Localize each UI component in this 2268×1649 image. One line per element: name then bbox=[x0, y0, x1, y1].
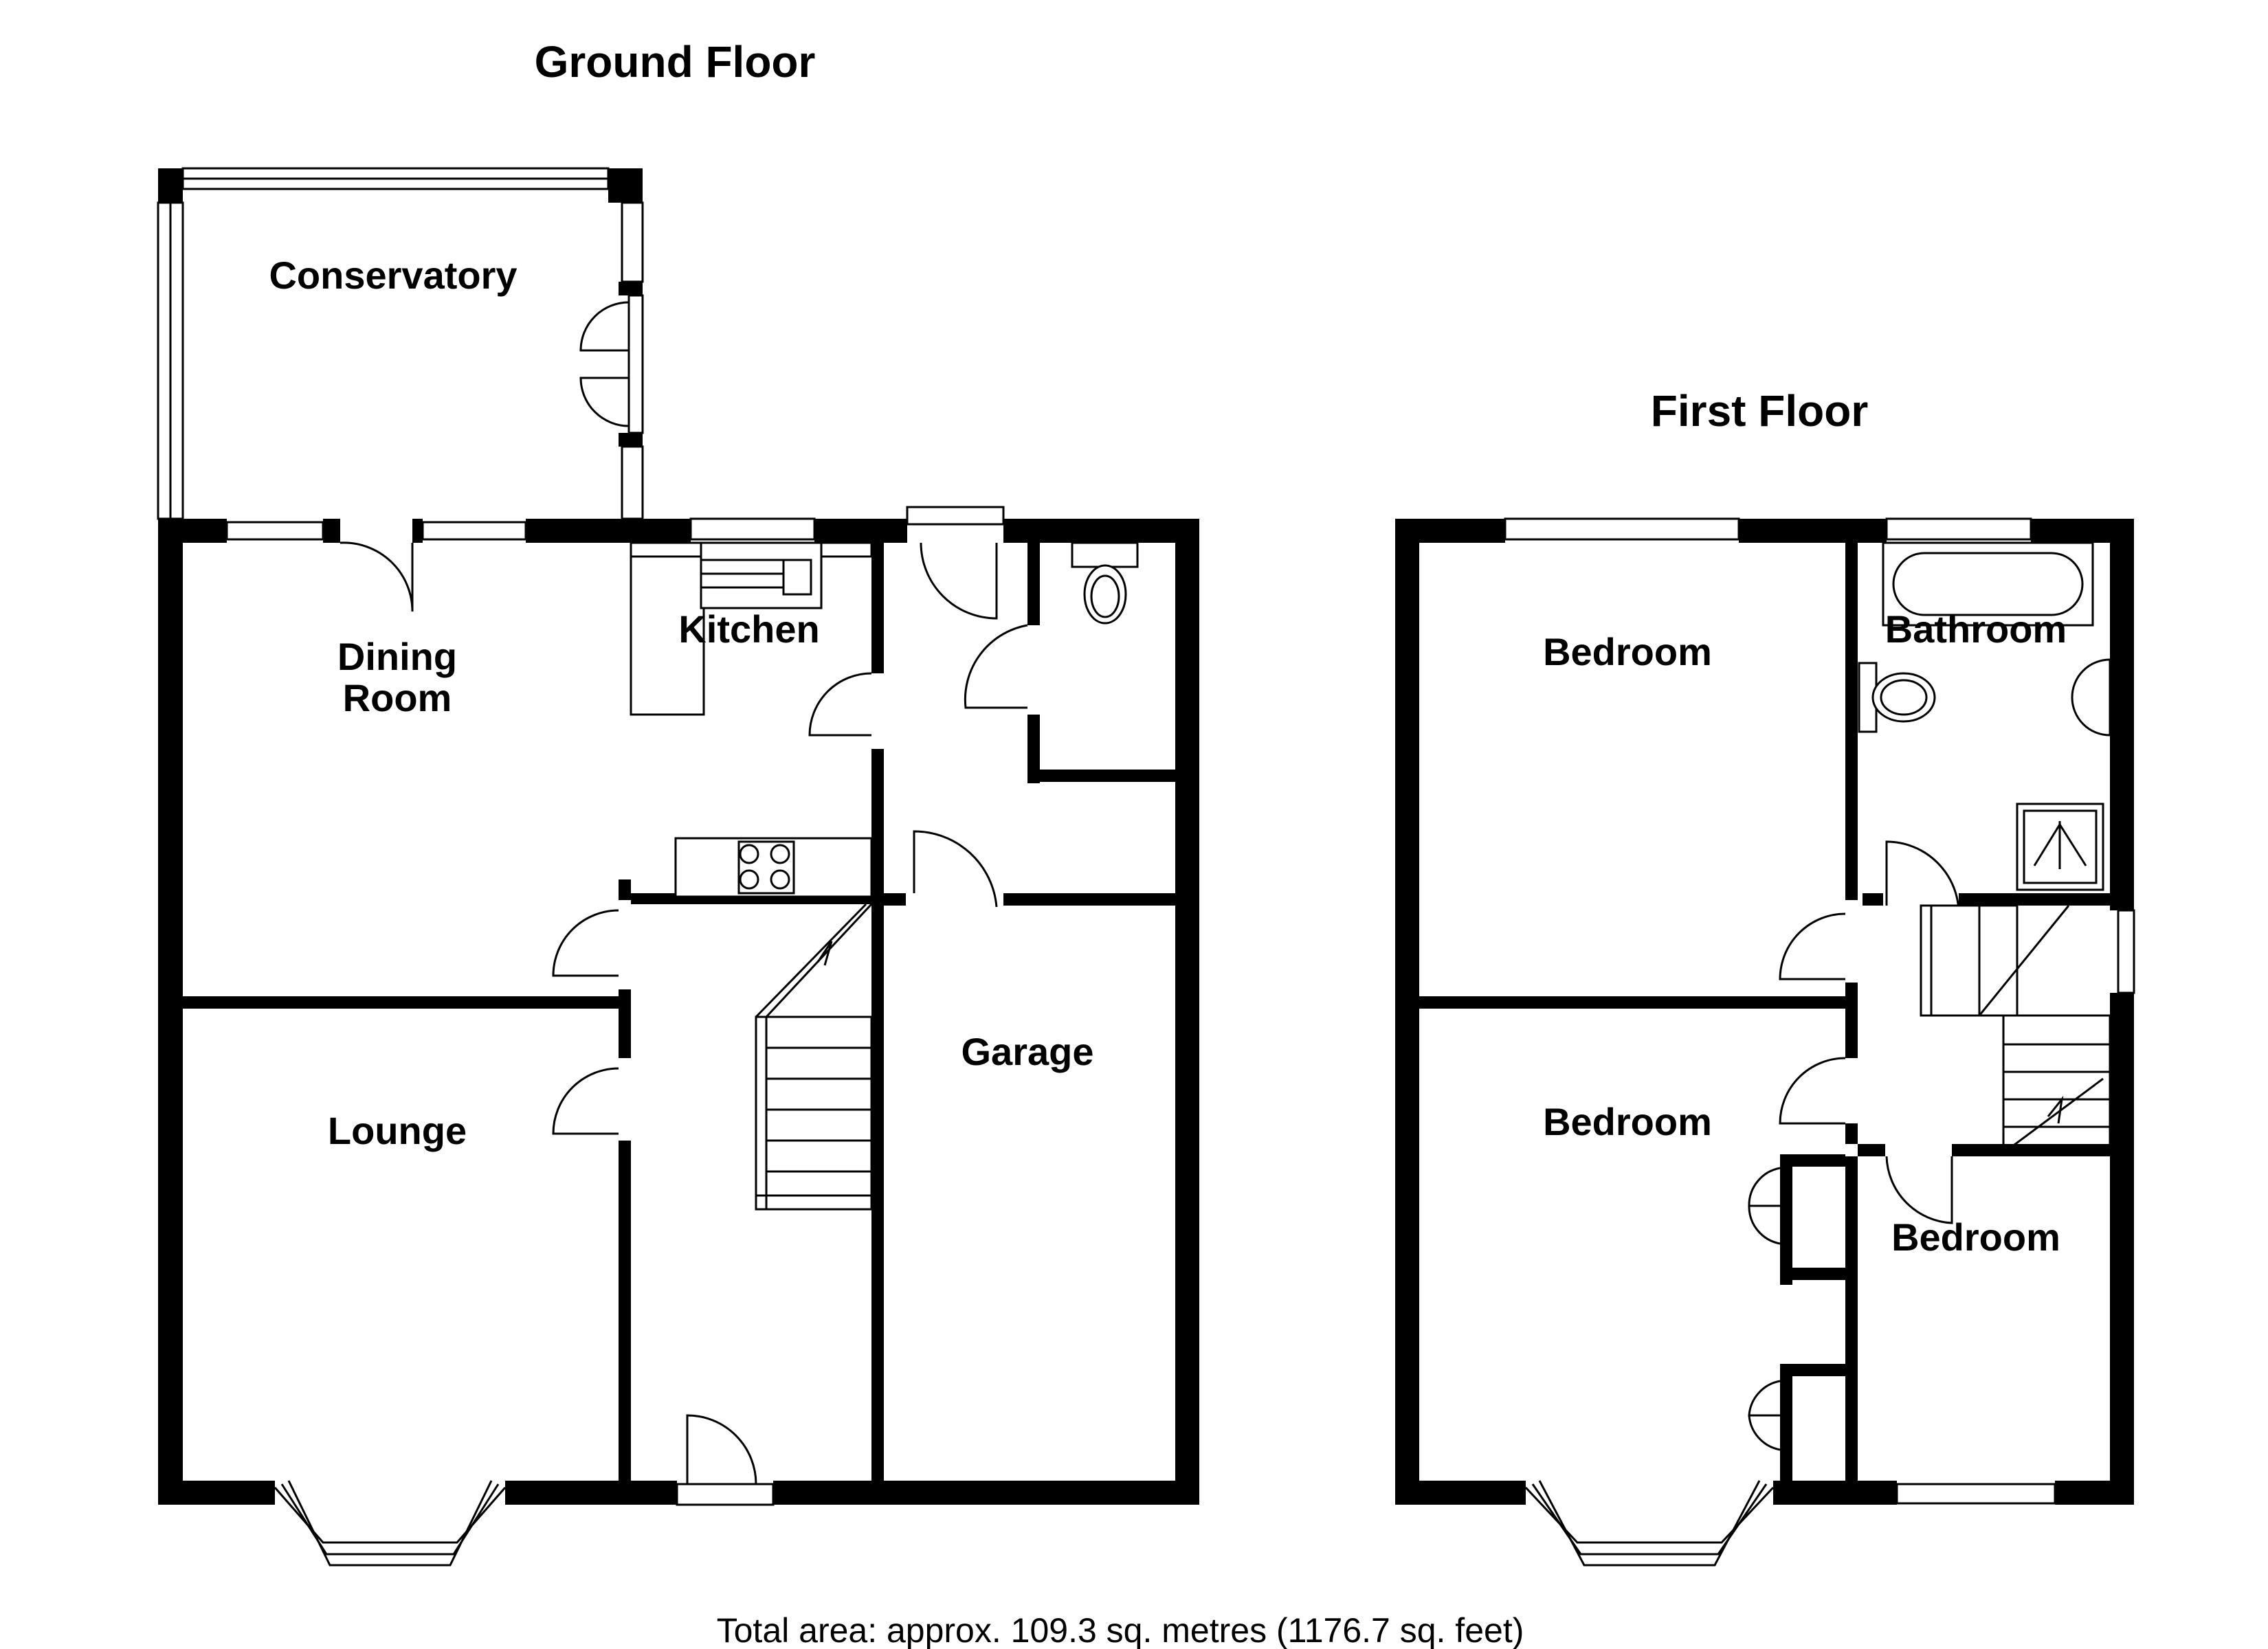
first-floor-title: First Floor bbox=[1651, 386, 1868, 436]
room-label-dining-room-line2: Room bbox=[343, 676, 452, 719]
ground-floor-title: Ground Floor bbox=[535, 37, 816, 87]
first-outer-walls bbox=[1395, 517, 2135, 1567]
ground-floor-plan: Ground Floor Conservatory Dining Room Ki… bbox=[157, 37, 1199, 1567]
first-interior-walls bbox=[1419, 541, 2111, 1481]
conservatory-walls bbox=[157, 167, 644, 520]
total-area-caption: Total area: approx. 109.3 sq. metres (11… bbox=[717, 1611, 1524, 1649]
room-label-conservatory: Conservatory bbox=[269, 254, 517, 297]
room-label-dining-room-line1: Dining bbox=[337, 635, 457, 678]
room-label-lounge: Lounge bbox=[328, 1109, 467, 1152]
ground-interior-walls bbox=[183, 541, 1175, 1494]
ground-outer-walls bbox=[158, 506, 1199, 1567]
first-floor-plan: First Floor Bedroom Bathroom Bedroom Bed… bbox=[1395, 386, 2135, 1567]
room-label-bedroom-1: Bedroom bbox=[1543, 630, 1712, 673]
room-label-bathroom: Bathroom bbox=[1885, 607, 2067, 651]
room-label-bedroom-3: Bedroom bbox=[1891, 1215, 2060, 1259]
room-label-bedroom-2: Bedroom bbox=[1543, 1100, 1712, 1143]
room-label-garage: Garage bbox=[961, 1030, 1094, 1073]
room-label-kitchen: Kitchen bbox=[678, 607, 819, 651]
